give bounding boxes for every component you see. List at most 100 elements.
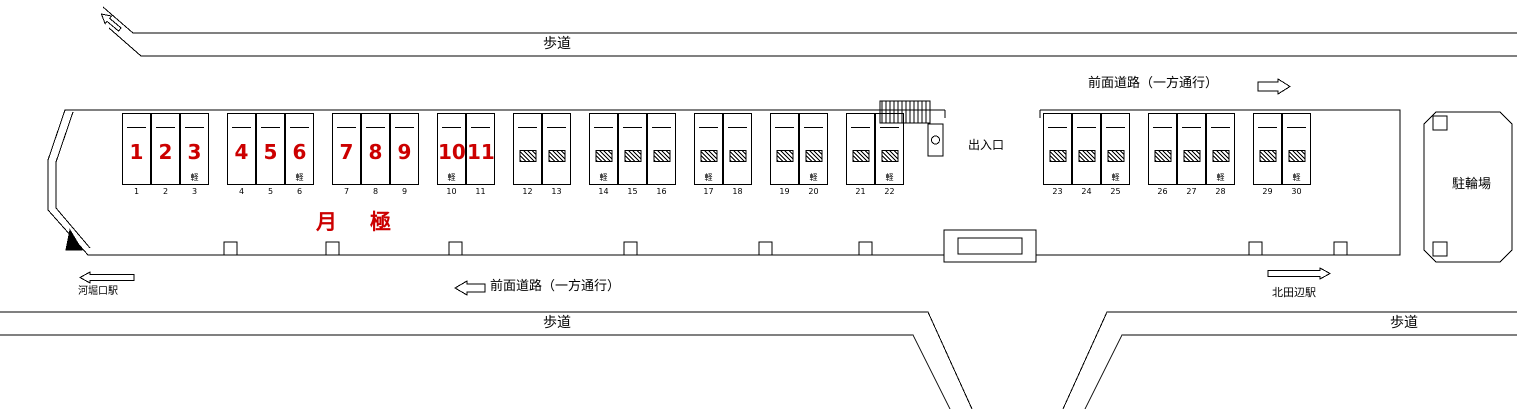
wheel-stop-line [442,127,461,128]
wheel-stop-line [699,127,718,128]
wheel-stop-line [261,127,280,128]
parking-stall: 23 [1043,113,1072,196]
wheel-stop-line [232,127,251,128]
stall-group: 12 13 [513,113,571,196]
wheel-stop-line [185,127,204,128]
parking-stall: 13 [542,113,571,196]
station-left-arrow-icon [78,271,135,284]
parking-stall: 29 [1253,113,1282,196]
stall-number: 18 [732,187,743,196]
kei-car-label: 軽 [885,173,894,182]
wheel-stop-line [156,127,175,128]
parking-stall: 軽 17 [694,113,723,196]
car-stamp-icon [700,150,717,162]
station-right-label: 北田辺駅 [1272,286,1316,299]
wheel-stop-line [395,127,414,128]
stall-outline [542,113,571,185]
stall-outline: 軽 [694,113,723,185]
car-stamp-icon [729,150,746,162]
car-stamp-icon [653,150,670,162]
stall-outline: 軽 [875,113,904,185]
stall-number: 30 [1291,187,1302,196]
stall-outline: 7 [332,113,361,185]
wheel-stop-line [1077,127,1096,128]
wheel-stop-line [623,127,642,128]
lot-outline [47,109,1401,256]
stall-red-number: 6 [292,140,307,164]
bottom-pillars [223,241,1348,256]
sidewalk-label-top: 歩道 [543,36,571,52]
wheel-stop-line [1287,127,1306,128]
stall-outline [1177,113,1206,185]
bicycle-parking-label: 駐輪場 [1452,177,1492,192]
car-stamp-icon [1212,150,1229,162]
stall-number: 12 [522,187,533,196]
car-stamp-icon [595,150,612,162]
car-stamp-icon [1107,150,1124,162]
kei-car-label: 軽 [190,173,199,182]
lot-left-curb-line [55,111,91,249]
stall-red-number: 9 [397,140,412,164]
stall-red-number: 7 [339,140,354,164]
parking-stall: 16 [647,113,676,196]
stall-outline [647,113,676,185]
kei-car-label: 軽 [1216,173,1225,182]
stall-number: 28 [1215,187,1226,196]
stall-number: 8 [372,187,379,196]
stall-number: 29 [1262,187,1273,196]
car-stamp-icon [852,150,869,162]
one-way-arrow-left-bottom-icon [454,280,486,296]
wheel-stop-line [1106,127,1125,128]
wheel-stop-line [547,127,566,128]
stall-red-number: 11 [467,140,495,164]
sidewalk-bottom-left-lines [0,311,973,409]
stall-number: 24 [1081,187,1092,196]
stall-number: 7 [343,187,350,196]
stall-outline: 軽 [799,113,828,185]
parking-stall: 19 [770,113,799,196]
stall-number: 13 [551,187,562,196]
wheel-stop-line [1182,127,1201,128]
wheel-stop-line [775,127,794,128]
bottom-center-structure [943,229,1037,263]
sidewalk-top-lines [102,6,1517,57]
wheel-stop-line [1211,127,1230,128]
stall-red-number: 4 [234,140,249,164]
station-left-label: 河堀口駅 [78,286,118,297]
wheel-stop-line [471,127,490,128]
stall-number: 17 [703,187,714,196]
stall-number: 6 [296,187,303,196]
stall-number: 27 [1186,187,1197,196]
stall-number: 16 [656,187,667,196]
parking-stall: 15 [618,113,647,196]
front-road-label-bottom: 前面道路（一方通行） [490,279,621,294]
stall-number: 21 [855,187,866,196]
one-way-arrow-right-top-icon [1257,78,1291,95]
stall-outline: 2 [151,113,180,185]
stall-number: 3 [191,187,198,196]
car-stamp-icon [1078,150,1095,162]
front-road-label-top: 前面道路（一方通行） [1088,76,1219,91]
stall-outline [1148,113,1177,185]
sidewalk-label-bottom-left: 歩道 [543,315,571,331]
stall-number: 11 [475,187,486,196]
wheel-stop-line [880,127,899,128]
car-stamp-icon [624,150,641,162]
stall-number: 4 [238,187,245,196]
